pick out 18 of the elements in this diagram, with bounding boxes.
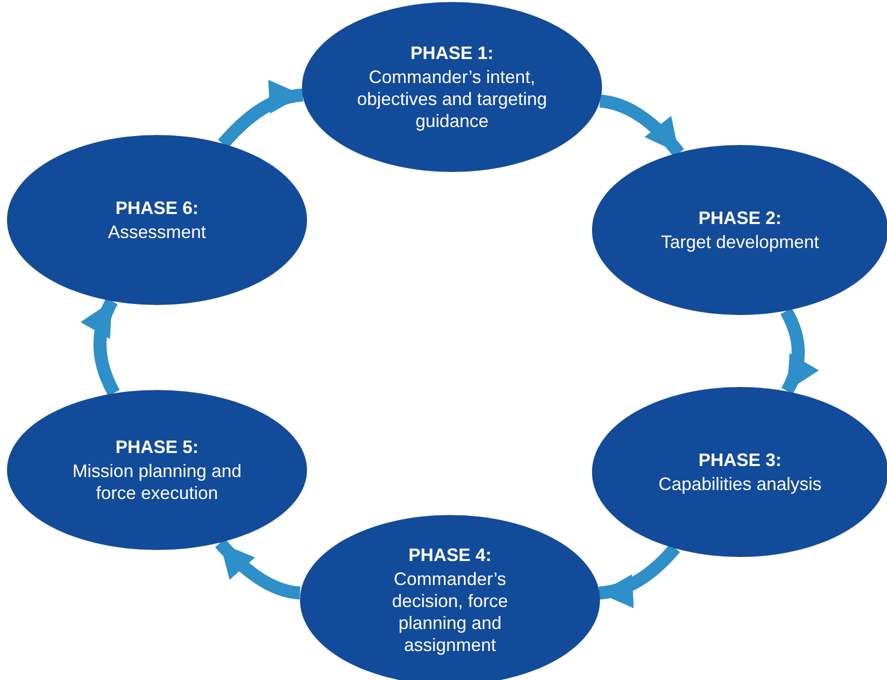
arrow [599,94,684,158]
phase-description: Assessment [108,221,206,243]
phase-heading: PHASE 6: [115,197,199,219]
arrow [215,538,301,600]
phase-heading: PHASE 5: [115,436,199,458]
phase-description: Commander’s decision, force planning and assignment [390,568,510,656]
arrow [780,308,818,394]
phase-description: Target development [660,231,820,253]
phase-heading: PHASE 4: [408,544,492,566]
arrow [598,544,680,607]
phase-description: Commander’s intent, objectives and targeting guidance [356,66,548,132]
phase-heading: PHASE 3: [698,449,782,471]
arrow [218,81,304,148]
phase-description: Capabilities analysis [658,473,822,495]
phase-heading: PHASE 1: [410,42,494,64]
arrow [81,298,120,396]
phase-heading: PHASE 2: [698,207,782,229]
phase-description: Mission planning and force execution [71,460,243,504]
